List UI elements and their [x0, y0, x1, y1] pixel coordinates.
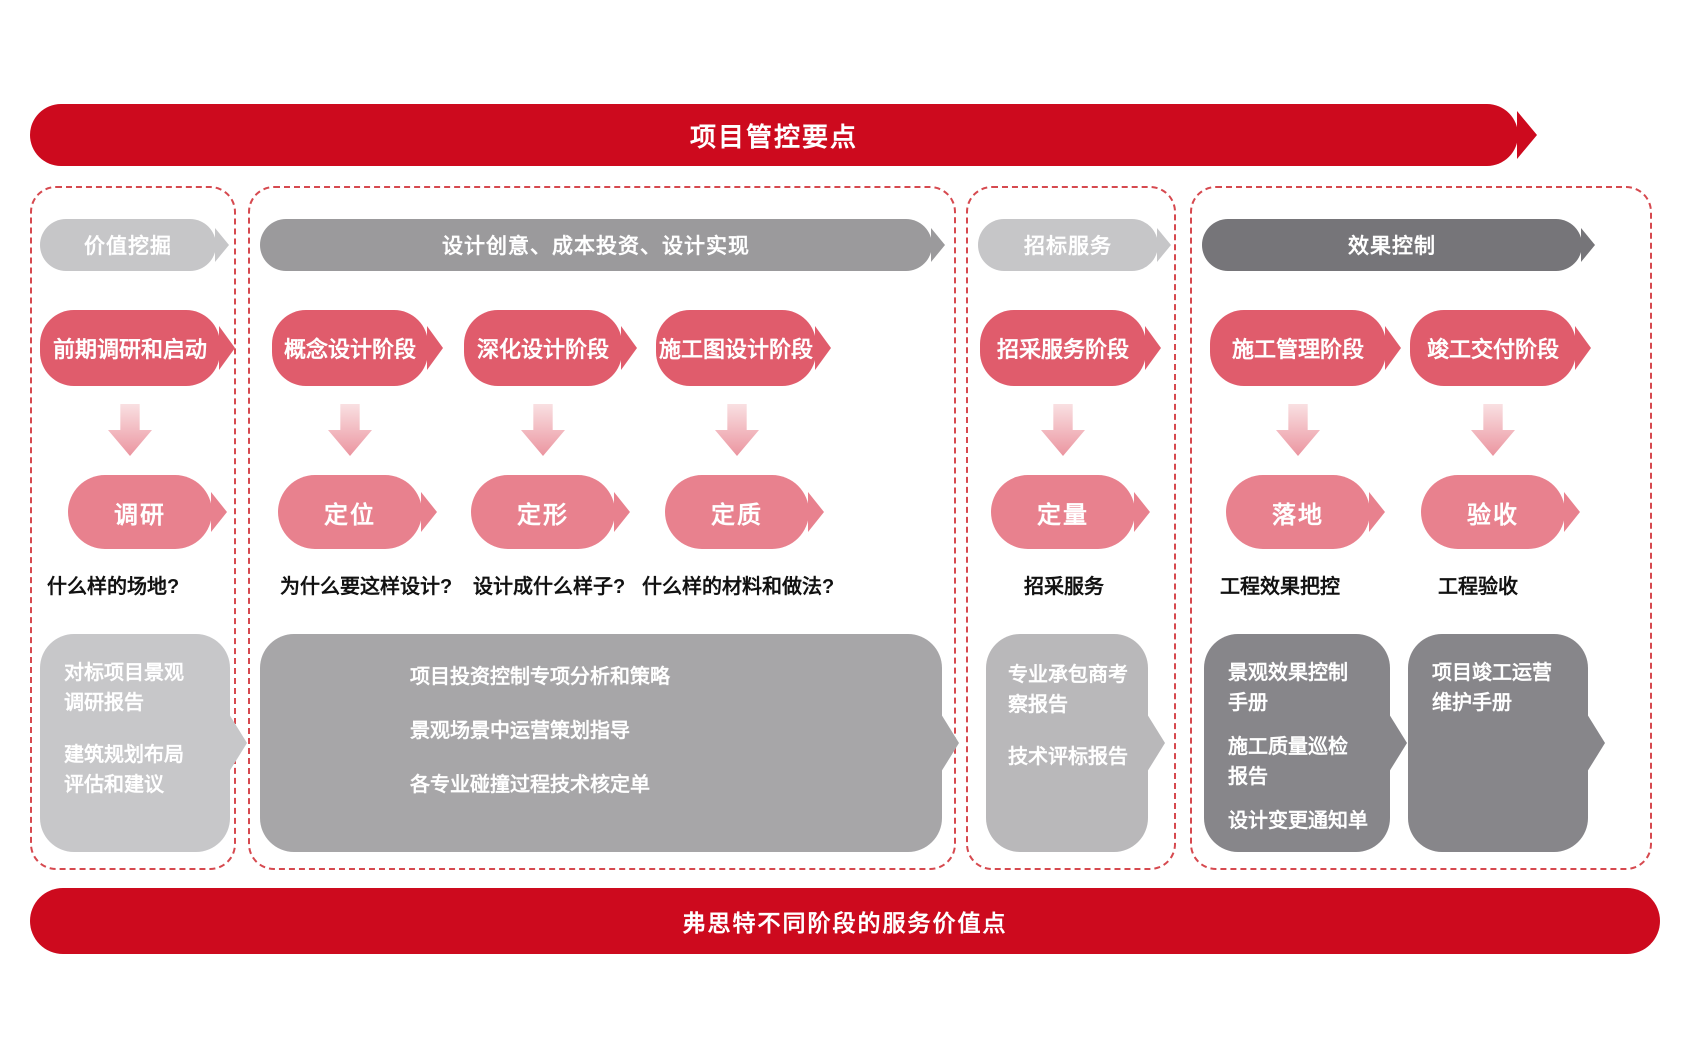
- stage-label: 招采服务阶段: [996, 337, 1129, 362]
- node-label: 定位: [324, 501, 376, 529]
- stage-box: 竣工交付阶段: [1410, 310, 1576, 386]
- deliverable-item: 各专业碰撞过程技术核定单: [410, 774, 650, 796]
- down-arrow-icon: [715, 404, 759, 456]
- question-label: 什么样的场地?: [47, 576, 180, 598]
- deliverable-item: 景观场景中运营策划指导: [410, 720, 630, 742]
- node-label: 定形: [517, 501, 569, 529]
- column-header-label: 设计创意、成本投资、设计实现: [442, 235, 750, 258]
- column-header: 设计创意、成本投资、设计实现: [260, 219, 932, 271]
- deliverable-item: 设计变更通知单: [1228, 810, 1368, 832]
- node-pill: 定量: [991, 475, 1135, 549]
- deliverables-box: 项目投资控制专项分析和策略 景观场景中运营策划指导 各专业碰撞过程技术核定单: [260, 634, 942, 852]
- down-arrow-icon: [521, 404, 565, 456]
- question-label: 工程验收: [1438, 576, 1518, 598]
- stage-label: 施工管理阶段: [1231, 337, 1364, 362]
- down-arrow-icon: [328, 404, 372, 456]
- column-bidding: 招标服务 招采服务阶段 定量 招采服务 专业承包商考 察报告 技术评标报告: [966, 186, 1176, 870]
- node-pill: 落地: [1226, 475, 1370, 549]
- question-label: 什么样的材料和做法?: [642, 576, 835, 598]
- stage-label: 深化设计阶段: [476, 337, 609, 362]
- question-label: 工程效果把控: [1220, 576, 1340, 598]
- question-label: 招采服务: [1024, 576, 1104, 598]
- node-label: 定质: [711, 501, 763, 529]
- deliverable-item: 项目竣工运营 维护手册: [1432, 662, 1552, 714]
- column-header: 招标服务: [978, 219, 1158, 271]
- stage-box: 施工管理阶段: [1210, 310, 1386, 386]
- down-arrow-icon: [108, 404, 152, 456]
- node-pill: 定质: [665, 475, 809, 549]
- node-pill: 调研: [68, 475, 212, 549]
- node-label: 调研: [114, 501, 166, 529]
- node-pill: 定形: [471, 475, 615, 549]
- node-label: 定量: [1037, 501, 1089, 529]
- question-label: 设计成什么样子?: [473, 576, 626, 598]
- column-value-mining: 价值挖掘 前期调研和启动 调研 什么样的场地? 对标项目景观 调研报告 建筑规划…: [30, 186, 236, 870]
- column-header-label: 招标服务: [1024, 235, 1112, 258]
- deliverables-box: 对标项目景观 调研报告 建筑规划布局 评估和建议: [40, 634, 230, 852]
- column-header: 效果控制: [1202, 219, 1582, 271]
- footer-title: 弗思特不同阶段的服务价值点: [682, 910, 1008, 936]
- footer-banner: 弗思特不同阶段的服务价值点: [30, 888, 1660, 954]
- deliverable-item: 专业承包商考 察报告: [1008, 664, 1128, 716]
- node-pill: 定位: [278, 475, 422, 549]
- column-effect-control: 效果控制 施工管理阶段 竣工交付阶段 落地 验收 工程效果把控 工程验收 景观效…: [1190, 186, 1652, 870]
- title-banner: 项目管控要点: [30, 104, 1518, 166]
- down-arrow-icon: [1471, 404, 1515, 456]
- stage-label: 前期调研和启动: [52, 337, 207, 362]
- column-design: 设计创意、成本投资、设计实现 概念设计阶段 深化设计阶段 施工图设计阶段 定位 …: [248, 186, 956, 870]
- deliverables-box: 专业承包商考 察报告 技术评标报告: [986, 634, 1148, 852]
- deliverable-item: 对标项目景观 调研报告: [64, 662, 184, 714]
- node-label: 验收: [1467, 501, 1519, 529]
- stage-label: 竣工交付阶段: [1426, 337, 1559, 362]
- deliverable-item: 施工质量巡检 报告: [1228, 736, 1348, 788]
- stage-label: 概念设计阶段: [283, 337, 416, 362]
- deliverables-box: 景观效果控制 手册 施工质量巡检 报告 设计变更通知单: [1204, 634, 1390, 852]
- question-label: 为什么要这样设计?: [280, 576, 453, 598]
- deliverable-item: 建筑规划布局 评估和建议: [64, 744, 184, 796]
- deliverables-box: 项目竣工运营 维护手册: [1408, 634, 1588, 852]
- column-header-label: 价值挖掘: [84, 235, 172, 258]
- stage-box: 深化设计阶段: [464, 310, 622, 386]
- stage-box: 概念设计阶段: [272, 310, 428, 386]
- node-pill: 验收: [1421, 475, 1565, 549]
- column-header: 价值挖掘: [40, 219, 216, 271]
- stage-box: 招采服务阶段: [980, 310, 1146, 386]
- page-title: 项目管控要点: [689, 121, 858, 152]
- deliverable-item: 技术评标报告: [1008, 746, 1128, 768]
- node-label: 落地: [1272, 501, 1324, 529]
- stage-label: 施工图设计阶段: [658, 337, 813, 362]
- down-arrow-icon: [1041, 404, 1085, 456]
- column-header-label: 效果控制: [1348, 235, 1436, 258]
- stage-box: 施工图设计阶段: [656, 310, 816, 386]
- down-arrow-icon: [1276, 404, 1320, 456]
- stage-box: 前期调研和启动: [40, 310, 220, 386]
- deliverable-item: 项目投资控制专项分析和策略: [410, 666, 670, 688]
- deliverable-item: 景观效果控制 手册: [1228, 662, 1348, 714]
